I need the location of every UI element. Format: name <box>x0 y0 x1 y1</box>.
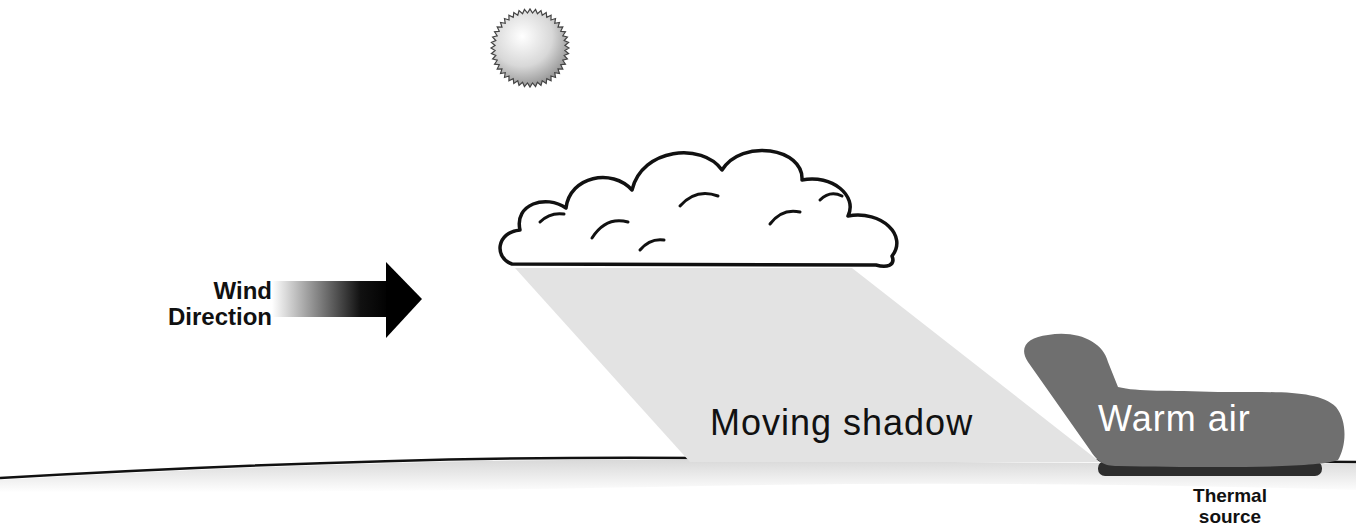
cloud <box>500 150 897 266</box>
sun <box>491 9 569 87</box>
sun-disc <box>491 9 569 87</box>
wind-arrow <box>272 262 422 338</box>
node-text: Warm air <box>1098 398 1251 440</box>
thermal-source-label: Thermal source <box>1168 485 1292 527</box>
warm-air-blob: Warm air <box>1018 332 1348 468</box>
shadow-region: Moving shadow <box>515 266 1105 462</box>
node-text: Moving shadow <box>710 402 973 444</box>
wind-direction-label: Wind Direction <box>160 278 272 330</box>
